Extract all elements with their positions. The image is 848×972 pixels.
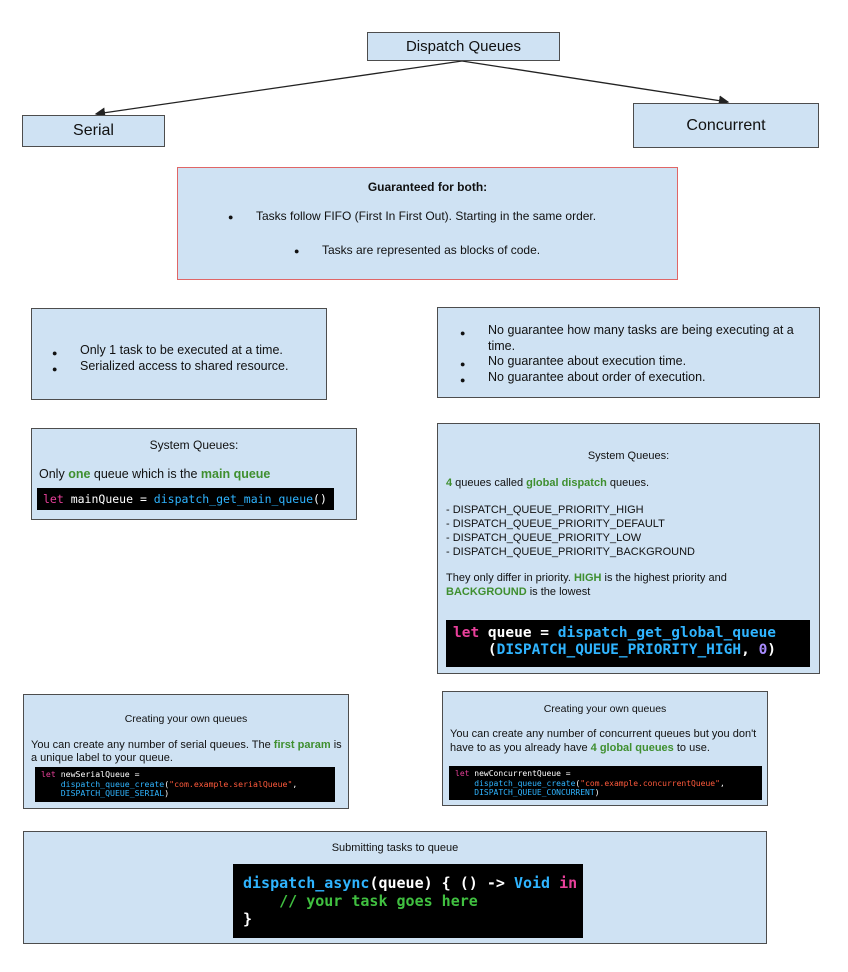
submitting-tasks-box: Submitting tasks to queue dispatch_async…	[23, 831, 767, 944]
submitting-title: Submitting tasks to queue	[331, 842, 459, 854]
serial-system-title: System Queues:	[149, 438, 239, 452]
serial-node: Serial	[22, 115, 165, 147]
serial-system-text: Only one queue which is the main queue	[39, 467, 271, 481]
dispatch-queues-node: Dispatch Queues	[367, 32, 560, 61]
dispatch-async-code: dispatch_async(queue) { () -> Void in //…	[233, 864, 583, 938]
dispatch-queues-label: Dispatch Queues	[405, 38, 522, 55]
priority-list: - DISPATCH_QUEUE_PRIORITY_HIGH - DISPATC…	[446, 503, 695, 559]
guaranteed-box: Guaranteed for both: Tasks follow FIFO (…	[177, 167, 678, 280]
concurrent-prop-3: No guarantee about order of execution.	[460, 370, 805, 388]
concurrent-properties-box: No guarantee how many tasks are being ex…	[437, 307, 820, 398]
global-queues-intro: 4 queues called global dispatch queues.	[446, 477, 650, 489]
concurrent-queue-create-code: let newConcurrentQueue = dispatch_queue_…	[449, 766, 762, 800]
serial-prop-2: Serialized access to shared resource.	[52, 358, 288, 377]
concurrent-own-queues-box: Creating your own queues You can create …	[442, 691, 768, 806]
concurrent-node: Concurrent	[633, 103, 819, 148]
concurrent-prop-1: No guarantee how many tasks are being ex…	[460, 323, 805, 354]
serial-own-title: Creating your own queues	[124, 713, 248, 725]
serial-properties-box: Only 1 task to be executed at a time. Se…	[31, 308, 327, 400]
concurrent-label: Concurrent	[686, 116, 766, 134]
arrow-to-serial	[94, 60, 463, 118]
priority-low: - DISPATCH_QUEUE_PRIORITY_LOW	[446, 532, 642, 544]
serial-queue-create-code: let newSerialQueue = dispatch_queue_crea…	[35, 767, 335, 802]
concurrent-own-text: You can create any number of concurrent …	[450, 728, 757, 754]
concurrent-system-title: System Queues:	[587, 450, 670, 462]
serial-label: Serial	[73, 122, 114, 139]
main-queue-code: let mainQueue = dispatch_get_main_queue(…	[37, 488, 334, 510]
priority-background: - DISPATCH_QUEUE_PRIORITY_BACKGROUND	[446, 546, 695, 558]
arrow-to-concurrent	[461, 60, 730, 106]
priority-default: - DISPATCH_QUEUE_PRIORITY_DEFAULT	[446, 518, 665, 530]
concurrent-system-queues-box: System Queues: 4 queues called global di…	[437, 423, 820, 674]
serial-own-text: You can create any number of serial queu…	[31, 739, 342, 764]
global-queue-code: let queue = dispatch_get_global_queue (D…	[446, 620, 810, 667]
priority-difference-text: They only differ in priority. HIGH is th…	[446, 572, 727, 598]
serial-own-queues-box: Creating your own queues You can create …	[23, 694, 349, 809]
guaranteed-item-1: Tasks follow FIFO (First In First Out). …	[228, 209, 596, 223]
concurrent-own-title: Creating your own queues	[543, 703, 667, 715]
serial-system-queues-box: System Queues: Only one queue which is t…	[31, 428, 357, 520]
concurrent-prop-2: No guarantee about execution time.	[460, 354, 805, 372]
priority-high: - DISPATCH_QUEUE_PRIORITY_HIGH	[446, 504, 644, 516]
guaranteed-item-2: Tasks are represented as blocks of code.	[294, 243, 540, 257]
serial-prop-1: Only 1 task to be executed at a time.	[52, 342, 288, 361]
guaranteed-heading: Guaranteed for both:	[367, 180, 488, 194]
